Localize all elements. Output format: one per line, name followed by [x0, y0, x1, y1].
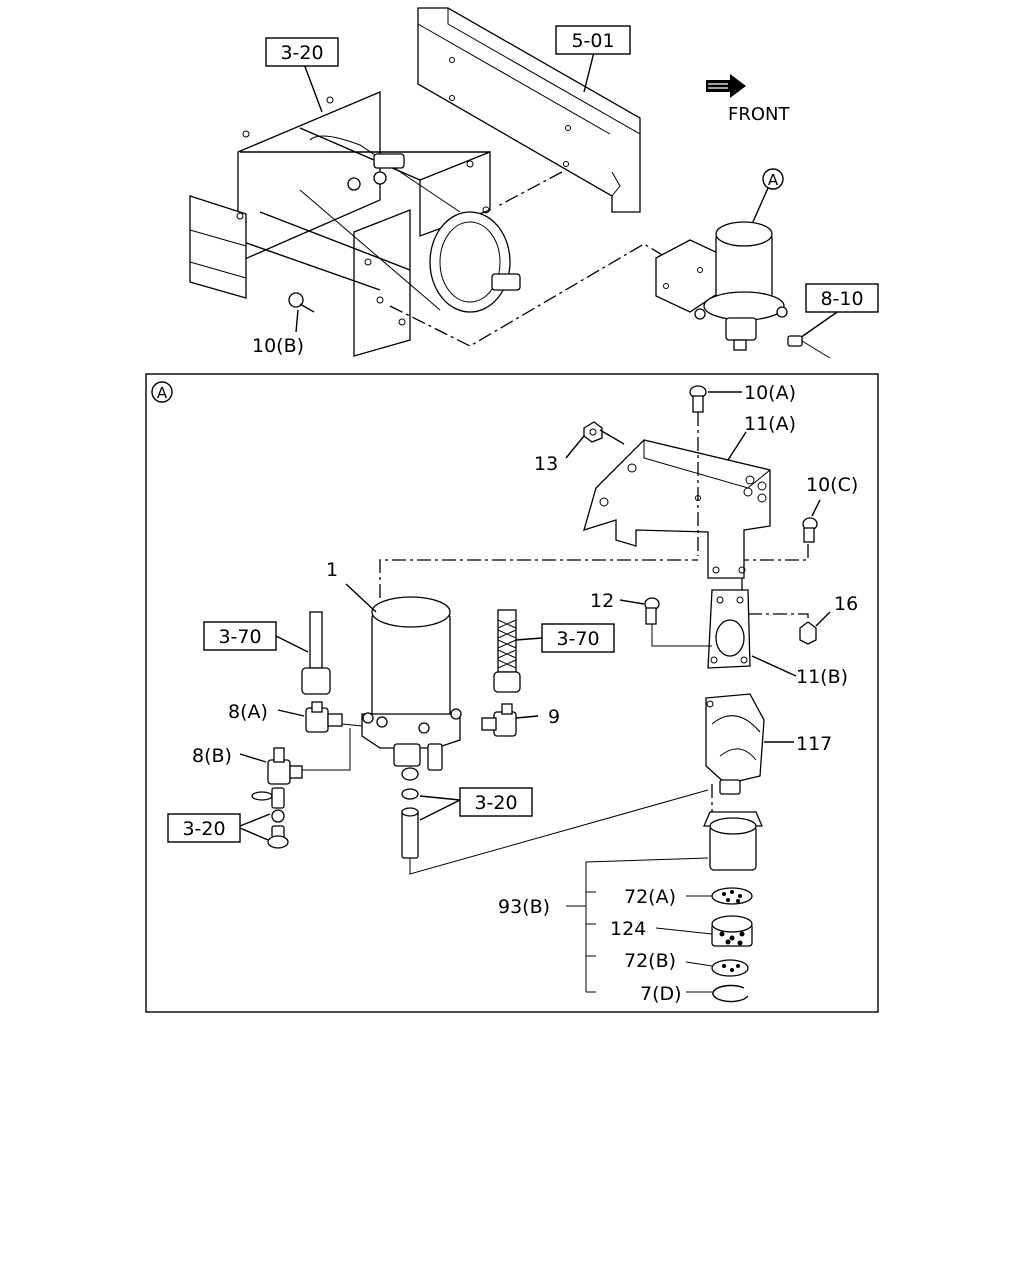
- label-8a: 8(A): [228, 701, 268, 723]
- label-12: 12: [590, 590, 614, 612]
- elbow-8a: [305, 701, 343, 733]
- label-16: 16: [834, 593, 858, 615]
- label-8b: 8(B): [192, 745, 232, 767]
- ref-3-70-left: 3-70: [218, 626, 261, 648]
- ref-3-20-left: 3-20: [182, 818, 225, 840]
- label-117: 117: [796, 733, 832, 755]
- bolt-10b-top: [288, 292, 315, 313]
- label-72b: 72(B): [624, 950, 676, 972]
- filter-screen-72a: [711, 887, 753, 905]
- circle-a-detail: A: [157, 384, 168, 402]
- nut-16: [799, 621, 817, 645]
- bolt-12: [644, 597, 660, 625]
- ref-3-20-mid: 3-20: [474, 792, 517, 814]
- ref-3-70-right: 3-70: [556, 628, 599, 650]
- label-93b: 93(B): [498, 896, 550, 918]
- label-9: 9: [548, 706, 560, 728]
- ref-5-01: 5-01: [571, 30, 614, 52]
- filter-cartridge: [703, 779, 763, 871]
- circle-a-top: A: [768, 171, 779, 189]
- front-label: FRONT: [728, 104, 790, 125]
- label-1: 1: [326, 559, 338, 581]
- label-11b: 11(B): [796, 666, 848, 688]
- label-10a: 10(A): [744, 382, 796, 404]
- tee-8b: [267, 747, 303, 785]
- air-tank-bracket: [189, 91, 521, 357]
- hose-3-70-right: [493, 609, 521, 693]
- bracket-11b: [707, 589, 751, 669]
- ref-3-20-top: 3-20: [280, 42, 323, 64]
- desiccant-124: [711, 915, 753, 947]
- fittings-3-20-mid: [401, 788, 419, 859]
- detail-a-border: [145, 373, 879, 1013]
- nut-13: [583, 421, 603, 443]
- label-11a: 11(A): [744, 413, 796, 435]
- ref-8-10: 8-10: [820, 288, 863, 310]
- label-72a: 72(A): [624, 886, 676, 908]
- bolt-10c: [802, 517, 818, 543]
- air-dryer-assembly-top: [655, 221, 831, 359]
- label-7d: 7(D): [640, 983, 682, 1005]
- hose-3-70-left: [301, 611, 331, 695]
- front-arrow-icon: [706, 74, 746, 98]
- filter-screen-72b: [711, 959, 749, 977]
- bolt-10a: [689, 385, 707, 413]
- air-dryer-1: [361, 596, 462, 781]
- fittings-3-20-left: [251, 787, 289, 849]
- snap-ring-7d: [712, 984, 749, 1003]
- label-13: 13: [534, 453, 558, 475]
- bracket-11a: [583, 439, 771, 579]
- label-124: 124: [610, 918, 646, 940]
- label-10c: 10(C): [806, 474, 858, 496]
- frame-rail: [417, 7, 641, 213]
- fitting-9: [481, 703, 517, 737]
- cover-117: [705, 693, 765, 785]
- label-10b: 10(B): [252, 335, 304, 357]
